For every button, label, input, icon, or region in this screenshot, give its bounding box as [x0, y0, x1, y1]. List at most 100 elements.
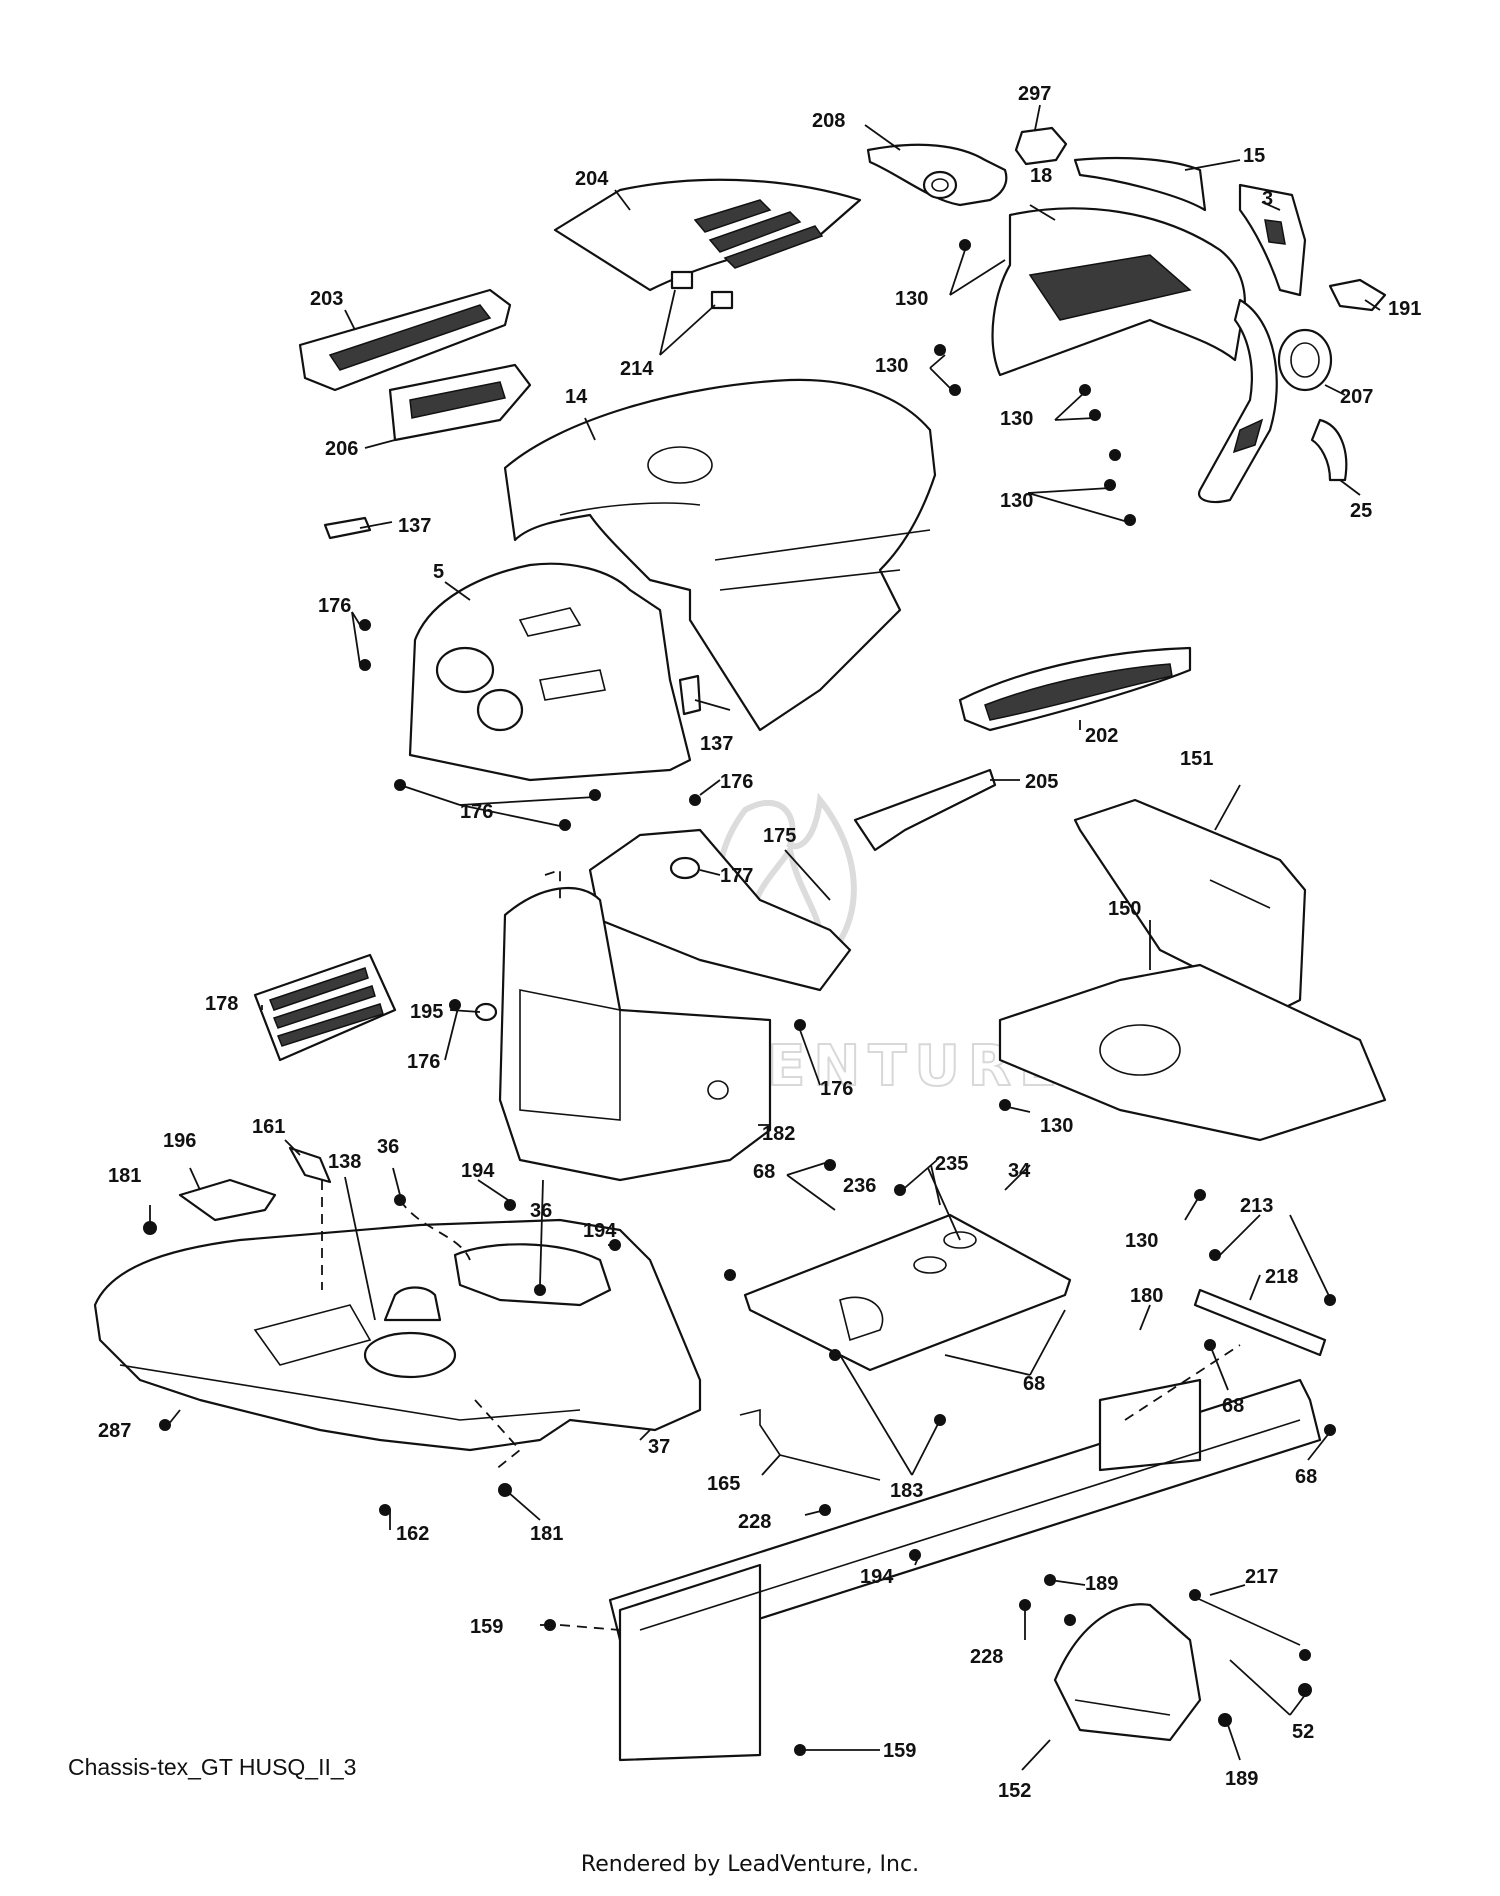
- callout-208: 208: [812, 110, 845, 132]
- part-196-cup-holder: [178, 1178, 277, 1222]
- callout-162: 162: [396, 1523, 429, 1545]
- callout-161: 161: [252, 1116, 285, 1138]
- callout-137-b: 137: [700, 733, 733, 755]
- callout-228-b: 228: [970, 1646, 1003, 1668]
- callout-18: 18: [1030, 165, 1052, 187]
- part-191-bracket: [1328, 278, 1387, 312]
- part-204-hood-top: [553, 178, 862, 292]
- callout-152: 152: [998, 1780, 1031, 1802]
- callout-68-b: 68: [1222, 1395, 1244, 1417]
- part-150-tray: [998, 963, 1387, 1142]
- callout-196: 196: [163, 1130, 196, 1152]
- callout-205: 205: [1025, 771, 1058, 793]
- callout-36-b: 36: [530, 1200, 552, 1222]
- part-177-clip: [669, 856, 701, 880]
- part-182-dash-lower: [498, 886, 772, 1182]
- part-18-front-bumper: [991, 207, 1278, 504]
- callout-178: 178: [205, 993, 238, 1015]
- callout-159-a: 159: [470, 1616, 503, 1638]
- callout-138: 138: [328, 1151, 361, 1173]
- callout-180: 180: [1130, 1285, 1163, 1307]
- callout-228-a: 228: [738, 1511, 771, 1533]
- callout-176-c: 176: [460, 801, 493, 823]
- part-206-grille: [388, 363, 532, 442]
- part-3-side-panel: [1238, 183, 1307, 297]
- callout-207: 207: [1340, 386, 1373, 408]
- part-180-frame: [608, 1378, 1322, 1762]
- callout-176-a: 176: [318, 595, 351, 617]
- callout-195: 195: [410, 1001, 443, 1023]
- part-208-headlight-bracket: [866, 143, 1008, 207]
- callout-37: 37: [648, 1436, 670, 1458]
- callout-130-f: 130: [1125, 1230, 1158, 1252]
- leader-lines: [149, 104, 1381, 1771]
- part-37-fender: [93, 1218, 702, 1452]
- callout-189-b: 189: [1225, 1768, 1258, 1790]
- callout-labels: 297 208 15 18 204 3 130 191 203 214 130 …: [98, 83, 1421, 1802]
- callout-194-a: 194: [461, 1160, 495, 1182]
- callout-25: 25: [1350, 500, 1372, 522]
- callout-176-e: 176: [820, 1078, 853, 1100]
- callout-204: 204: [575, 168, 609, 190]
- part-207-headlight: [1277, 328, 1333, 392]
- part-34-plate: [743, 1213, 1072, 1372]
- part-161-bracket: [288, 1146, 332, 1184]
- part-25-trim-piece: [1310, 418, 1348, 482]
- callout-217: 217: [1245, 1566, 1278, 1588]
- callout-176-b: 176: [720, 771, 753, 793]
- callout-189-a: 189: [1085, 1573, 1118, 1595]
- assembly-lines: [321, 868, 1241, 1631]
- callout-202: 202: [1085, 725, 1118, 747]
- callout-218: 218: [1265, 1266, 1298, 1288]
- callout-297: 297: [1018, 83, 1051, 105]
- part-178-decal: [253, 953, 397, 1062]
- callout-137-a: 137: [398, 515, 431, 537]
- callout-150: 150: [1108, 898, 1141, 920]
- callout-165: 165: [707, 1473, 740, 1495]
- callout-130-e: 130: [1040, 1115, 1073, 1137]
- callout-36-a: 36: [377, 1136, 399, 1158]
- part-15-trim: [1073, 156, 1207, 212]
- part-151-bracket: [1073, 798, 1307, 1012]
- callout-34: 34: [1008, 1160, 1031, 1182]
- callout-213: 213: [1240, 1195, 1273, 1217]
- callout-203: 203: [310, 288, 343, 310]
- callout-130-d: 130: [1000, 490, 1033, 512]
- callout-68-d: 68: [1023, 1373, 1045, 1395]
- callout-183: 183: [890, 1480, 923, 1502]
- callout-194-b: 194: [583, 1220, 617, 1242]
- part-165-rod: [739, 1408, 881, 1481]
- callout-52: 52: [1292, 1721, 1314, 1743]
- callout-15: 15: [1243, 145, 1265, 167]
- callout-235: 235: [935, 1153, 968, 1175]
- part-205-trim: [853, 768, 997, 852]
- part-175-bracket: [588, 828, 852, 992]
- callout-130-b: 130: [875, 355, 908, 377]
- callout-5: 5: [433, 561, 444, 583]
- callout-194-c: 194: [860, 1566, 894, 1588]
- callout-68-a: 68: [753, 1161, 775, 1183]
- callout-14: 14: [565, 386, 588, 408]
- part-217-rod: [1189, 1594, 1301, 1646]
- callout-214: 214: [620, 358, 654, 380]
- part-137-clips: [323, 516, 702, 716]
- callout-68-c: 68: [1295, 1466, 1317, 1488]
- callout-175: 175: [763, 825, 796, 847]
- callout-181-b: 181: [530, 1523, 563, 1545]
- callout-236: 236: [843, 1175, 876, 1197]
- callout-181-a: 181: [108, 1165, 141, 1187]
- part-152-foot-pan: [1053, 1603, 1202, 1742]
- part-202-grille: [958, 646, 1192, 732]
- callout-130-c: 130: [1000, 408, 1033, 430]
- callout-191: 191: [1388, 298, 1421, 320]
- callout-206: 206: [325, 438, 358, 460]
- part-203-grille-left: [298, 288, 512, 392]
- part-14-hood: [503, 378, 937, 732]
- footer-credit: Rendered by LeadVenture, Inc.: [580, 1852, 920, 1877]
- callout-151: 151: [1180, 748, 1213, 770]
- callout-177: 177: [720, 865, 753, 887]
- callout-159-b: 159: [883, 1740, 916, 1762]
- part-218-bracket: [1193, 1288, 1327, 1357]
- part-297-cap: [1014, 126, 1068, 166]
- callout-182: 182: [762, 1123, 795, 1145]
